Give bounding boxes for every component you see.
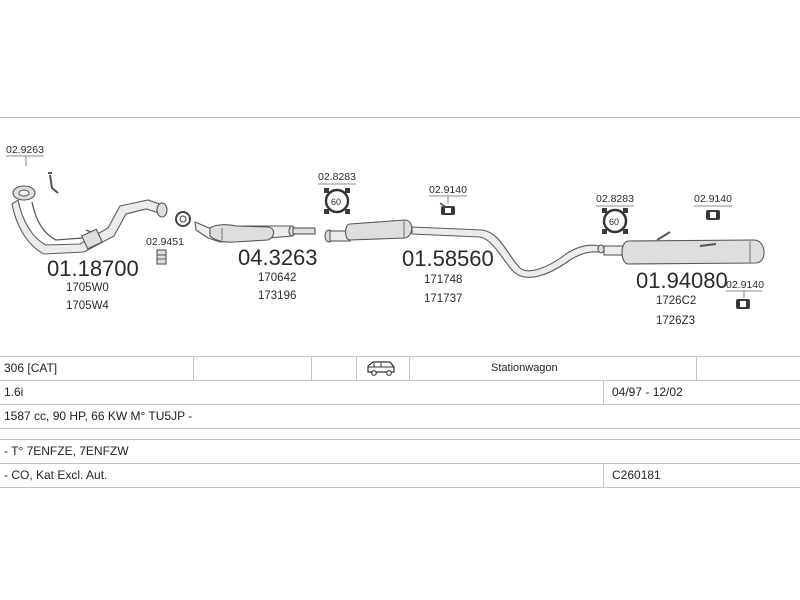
- rear-silencer-part[interactable]: [603, 231, 765, 265]
- part-number-catalyst: 04.3263: [238, 245, 318, 270]
- hanger-accessory-1[interactable]: 02.9140: [429, 184, 467, 215]
- vehicle-code: C260181: [612, 468, 661, 482]
- part-ref-front-pipe-2: 1705W4: [66, 300, 109, 312]
- row-spacer: [0, 429, 800, 440]
- part-ref-middle-silencer-2: 171737: [424, 293, 462, 305]
- row-engine: 1.6i 04/97 - 12/02: [0, 381, 800, 405]
- hanger-accessory-3[interactable]: 02.9140: [726, 279, 764, 309]
- clamp-diameter-badge-2: 60: [609, 217, 619, 227]
- vehicle-engine-details: 1587 cc, 90 HP, 66 KW M° TU5JP -: [4, 409, 193, 423]
- part-number-middle-silencer: 01.58560: [402, 246, 494, 271]
- vehicle-type-codes: - T° 7ENFZE, 7ENFZW: [4, 444, 129, 458]
- accessory-number-gasket: 02.9451: [146, 236, 184, 248]
- vehicle-years: 04/97 - 12/02: [612, 385, 683, 399]
- part-number-rear-silencer: 01.94080: [636, 268, 728, 293]
- part-number-front-pipe: 01.18700: [47, 256, 139, 281]
- part-ref-rear-silencer-2: 1726Z3: [656, 315, 695, 327]
- catalyst-part[interactable]: [194, 221, 316, 243]
- clamp-diameter-badge-1: 60: [331, 197, 341, 207]
- vehicle-engine: 1.6i: [4, 385, 24, 399]
- vehicle-body-type: Stationwagon: [491, 362, 558, 374]
- row-type-codes: - T° 7ENFZE, 7ENFZW: [0, 440, 800, 464]
- front-pipe-part[interactable]: [11, 185, 168, 255]
- clamp-accessory-2[interactable]: 02.8283 60: [596, 193, 634, 234]
- row-notes: - CO, Kat Excl. Aut. C260181: [0, 464, 800, 488]
- part-ref-front-pipe-1: 1705W0: [66, 282, 109, 294]
- vehicle-model: 306 [CAT]: [4, 361, 58, 375]
- part-ref-catalyst-1: 170642: [258, 272, 296, 284]
- accessory-number-hanger-1: 02.9140: [429, 184, 467, 196]
- front-bolt-set[interactable]: 02.9263: [6, 144, 59, 194]
- exhaust-system-diagram: 02.9263 01.18700 1705W0 1705W4 02.9451 0…: [6, 144, 765, 327]
- part-ref-catalyst-2: 173196: [258, 290, 296, 302]
- accessory-number-hanger-2: 02.9140: [694, 193, 732, 205]
- station-wagon-icon: [366, 360, 396, 383]
- row-model: 306 [CAT] Stationwagon: [0, 356, 800, 381]
- accessory-number-hanger-3: 02.9140: [726, 279, 764, 291]
- part-ref-rear-silencer-1: 1726C2: [656, 295, 696, 307]
- part-ref-middle-silencer-1: 171748: [424, 274, 462, 286]
- row-engine-details: 1587 cc, 90 HP, 66 KW M° TU5JP -: [0, 405, 800, 429]
- middle-silencer-part[interactable]: [324, 219, 605, 278]
- top-frame-line: [0, 117, 800, 118]
- gasket-accessory[interactable]: 02.9451: [146, 211, 191, 265]
- vehicle-notes: - CO, Kat Excl. Aut.: [4, 468, 108, 482]
- accessory-number-front-bolt: 02.9263: [6, 144, 44, 156]
- vehicle-info-table: 306 [CAT] Stationwagon 1.6i 04/97 - 12/0…: [0, 356, 800, 488]
- accessory-number-clamp-1: 02.8283: [318, 171, 356, 183]
- clamp-accessory-1[interactable]: 02.8283 60: [318, 171, 356, 214]
- accessory-number-clamp-2: 02.8283: [596, 193, 634, 205]
- hanger-accessory-2[interactable]: 02.9140: [694, 193, 732, 220]
